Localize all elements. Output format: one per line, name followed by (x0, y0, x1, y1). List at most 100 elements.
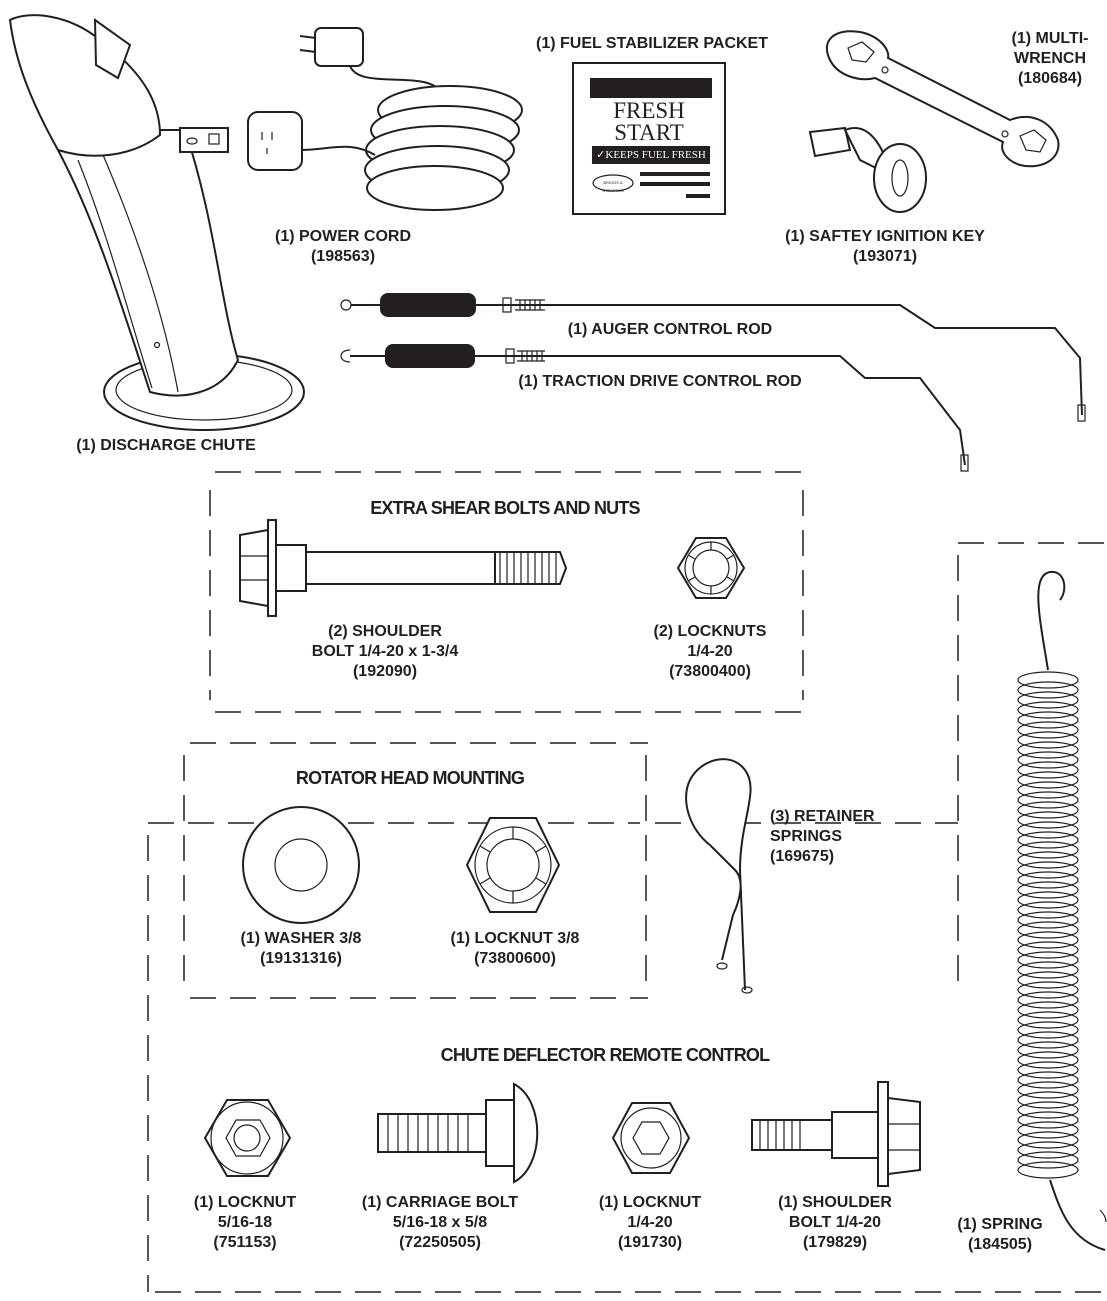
locknut-38-drawing (465, 817, 561, 913)
spring-coil (1017, 741, 1079, 759)
multi-wrench-line2: WRENCH (1014, 50, 1086, 67)
label-washer: (1) WASHER 3/8 (19131316) (216, 929, 386, 969)
label-locknut-516: (1) LOCKNUT 5/16-18 (751153) (180, 1193, 310, 1253)
spring-coil (1017, 931, 1079, 949)
label-ignition-key: (1) SAFTEY IGNITION KEY (193071) (760, 227, 1010, 267)
spring-coil (1017, 761, 1079, 779)
multi-wrench-line1: (1) MULTI- (1011, 30, 1089, 47)
locknuts-shear-line2: 1/4-20 (687, 643, 733, 660)
ignition-key-name: (1) SAFTEY IGNITION KEY (785, 228, 985, 245)
spring-coil (1017, 1021, 1079, 1039)
washer-name: (1) WASHER 3/8 (240, 930, 362, 947)
retainer-spring-drawing (685, 758, 753, 994)
auger-rod-name: (1) AUGER CONTROL ROD (567, 321, 773, 338)
locknut-38-name: (1) LOCKNUT 3/8 (450, 930, 580, 947)
spring-coil (1017, 1091, 1079, 1109)
spring-coil (1017, 861, 1079, 879)
spring-coil (1017, 891, 1079, 909)
spring-coil (1017, 711, 1079, 729)
spring-coil (1017, 1041, 1079, 1059)
spring-coil (1017, 941, 1079, 959)
spring-coil (1017, 1131, 1079, 1149)
multi-wrench-part-number: (180684) (1017, 70, 1083, 87)
spring-coil (1017, 1151, 1079, 1169)
spring-coil (1017, 991, 1079, 1009)
label-shoulder-bolt-remote: (1) SHOULDER BOLT 1/4-20 (179829) (760, 1193, 910, 1253)
locknut-516-drawing (203, 1099, 292, 1177)
spring-coil (1017, 791, 1079, 809)
discharge-chute-drawing (8, 14, 305, 431)
spring-coil (1017, 1121, 1079, 1139)
spring-name: (1) SPRING (957, 1216, 1043, 1233)
locknuts-shear-line1: (2) LOCKNUTS (653, 623, 767, 640)
washer-drawing (242, 806, 360, 924)
discharge-chute-name: (1) DISCHARGE CHUTE (76, 437, 256, 454)
label-shoulder-bolt-shear: (2) SHOULDER BOLT 1/4-20 x 1-3/4 (192090… (285, 622, 485, 682)
spring-coil (1017, 801, 1079, 819)
spring-coil (1017, 821, 1079, 839)
spring-coil (1017, 871, 1079, 889)
spring-coil (1017, 1161, 1079, 1179)
spring-coil (1017, 961, 1079, 979)
packet-brand-text: BRIGGS & STRATTON (602, 180, 624, 193)
retainer-springs-line1: (3) RETAINER (770, 808, 875, 825)
locknuts-shear-part-number: (73800400) (669, 663, 751, 680)
label-retainer-springs: (3) RETAINER SPRINGS (169675) (770, 807, 875, 867)
label-traction-rod: (1) TRACTION DRIVE CONTROL ROD (483, 372, 837, 392)
shoulder-bolt-shear-drawing (239, 519, 568, 617)
spring-coil (1017, 751, 1079, 769)
label-multi-wrench: (1) MULTI- WRENCH (180684) (995, 29, 1105, 89)
spring-coil (1017, 971, 1079, 989)
shoulder-bolt-shear-line1: (2) SHOULDER (328, 623, 442, 640)
spring-coil (1017, 1071, 1079, 1089)
spring-coil (1017, 781, 1079, 799)
locknut-14-part-number: (191730) (617, 1234, 683, 1251)
spring-coil (1017, 951, 1079, 969)
spring-coil (1017, 731, 1079, 749)
label-discharge-chute: (1) DISCHARGE CHUTE (10, 436, 322, 456)
spring-coil (1017, 1051, 1079, 1069)
spring-coil (1017, 1081, 1079, 1099)
spring-coil (1017, 851, 1079, 869)
multi-wrench-drawing (825, 30, 1060, 168)
power-cord-name: (1) POWER CORD (275, 228, 411, 245)
dashed-group-borders (147, 471, 1107, 1293)
shoulder-bolt-remote-line2: BOLT 1/4-20 (788, 1214, 882, 1231)
spring-coil (1017, 981, 1079, 999)
packet-fresh-text: FRESH (613, 98, 685, 123)
packet-start-text: START (614, 120, 684, 145)
spring-coil (1017, 841, 1079, 859)
locknut-14-line2: 1/4-20 (627, 1214, 673, 1231)
spring-coil (1017, 1031, 1079, 1049)
spring-part-number: (184505) (967, 1236, 1033, 1253)
carriage-bolt-line2: 5/16-18 x 5/8 (392, 1214, 488, 1231)
shoulder-bolt-shear-part-number: (192090) (352, 663, 418, 680)
label-carriage-bolt: (1) CARRIAGE BOLT 5/16-18 x 5/8 (7225050… (335, 1193, 545, 1253)
spring-coil (1017, 911, 1079, 929)
group-title-rotator: ROTATOR HEAD MOUNTING (295, 768, 525, 788)
ignition-key-part-number: (193071) (852, 248, 918, 265)
spring-coil (1017, 831, 1079, 849)
shoulder-bolt-remote-drawing (751, 1081, 921, 1187)
spring-coil (1017, 1001, 1079, 1019)
spring-coil (1017, 1011, 1079, 1029)
packet-slogan-text: ✓KEEPS FUEL FRESH (596, 149, 706, 161)
group-title-chute-deflector: CHUTE DEFLECTOR REMOTE CONTROL (440, 1045, 770, 1065)
spring-coil (1017, 681, 1079, 699)
label-fuel-stabilizer: (1) FUEL STABILIZER PACKET (506, 34, 798, 54)
spring-coil (1017, 921, 1079, 939)
shoulder-bolt-shear-line2: BOLT 1/4-20 x 1-3/4 (311, 643, 459, 660)
spring-drawing (1017, 570, 1107, 1251)
locknut-516-part-number: (751153) (213, 1234, 277, 1251)
label-auger-control-rod: (1) AUGER CONTROL ROD (545, 320, 795, 340)
traction-drive-control-rod-drawing (340, 344, 969, 472)
locknut-38-part-number: (73800600) (474, 950, 556, 967)
fuel-stabilizer-name: (1) FUEL STABILIZER PACKET (536, 35, 768, 52)
locknut-14-line1: (1) LOCKNUT (598, 1194, 702, 1211)
spring-coil (1017, 1141, 1079, 1159)
spring-coil (1017, 881, 1079, 899)
spring-coil (1017, 811, 1079, 829)
washer-part-number: (19131316) (260, 950, 342, 967)
